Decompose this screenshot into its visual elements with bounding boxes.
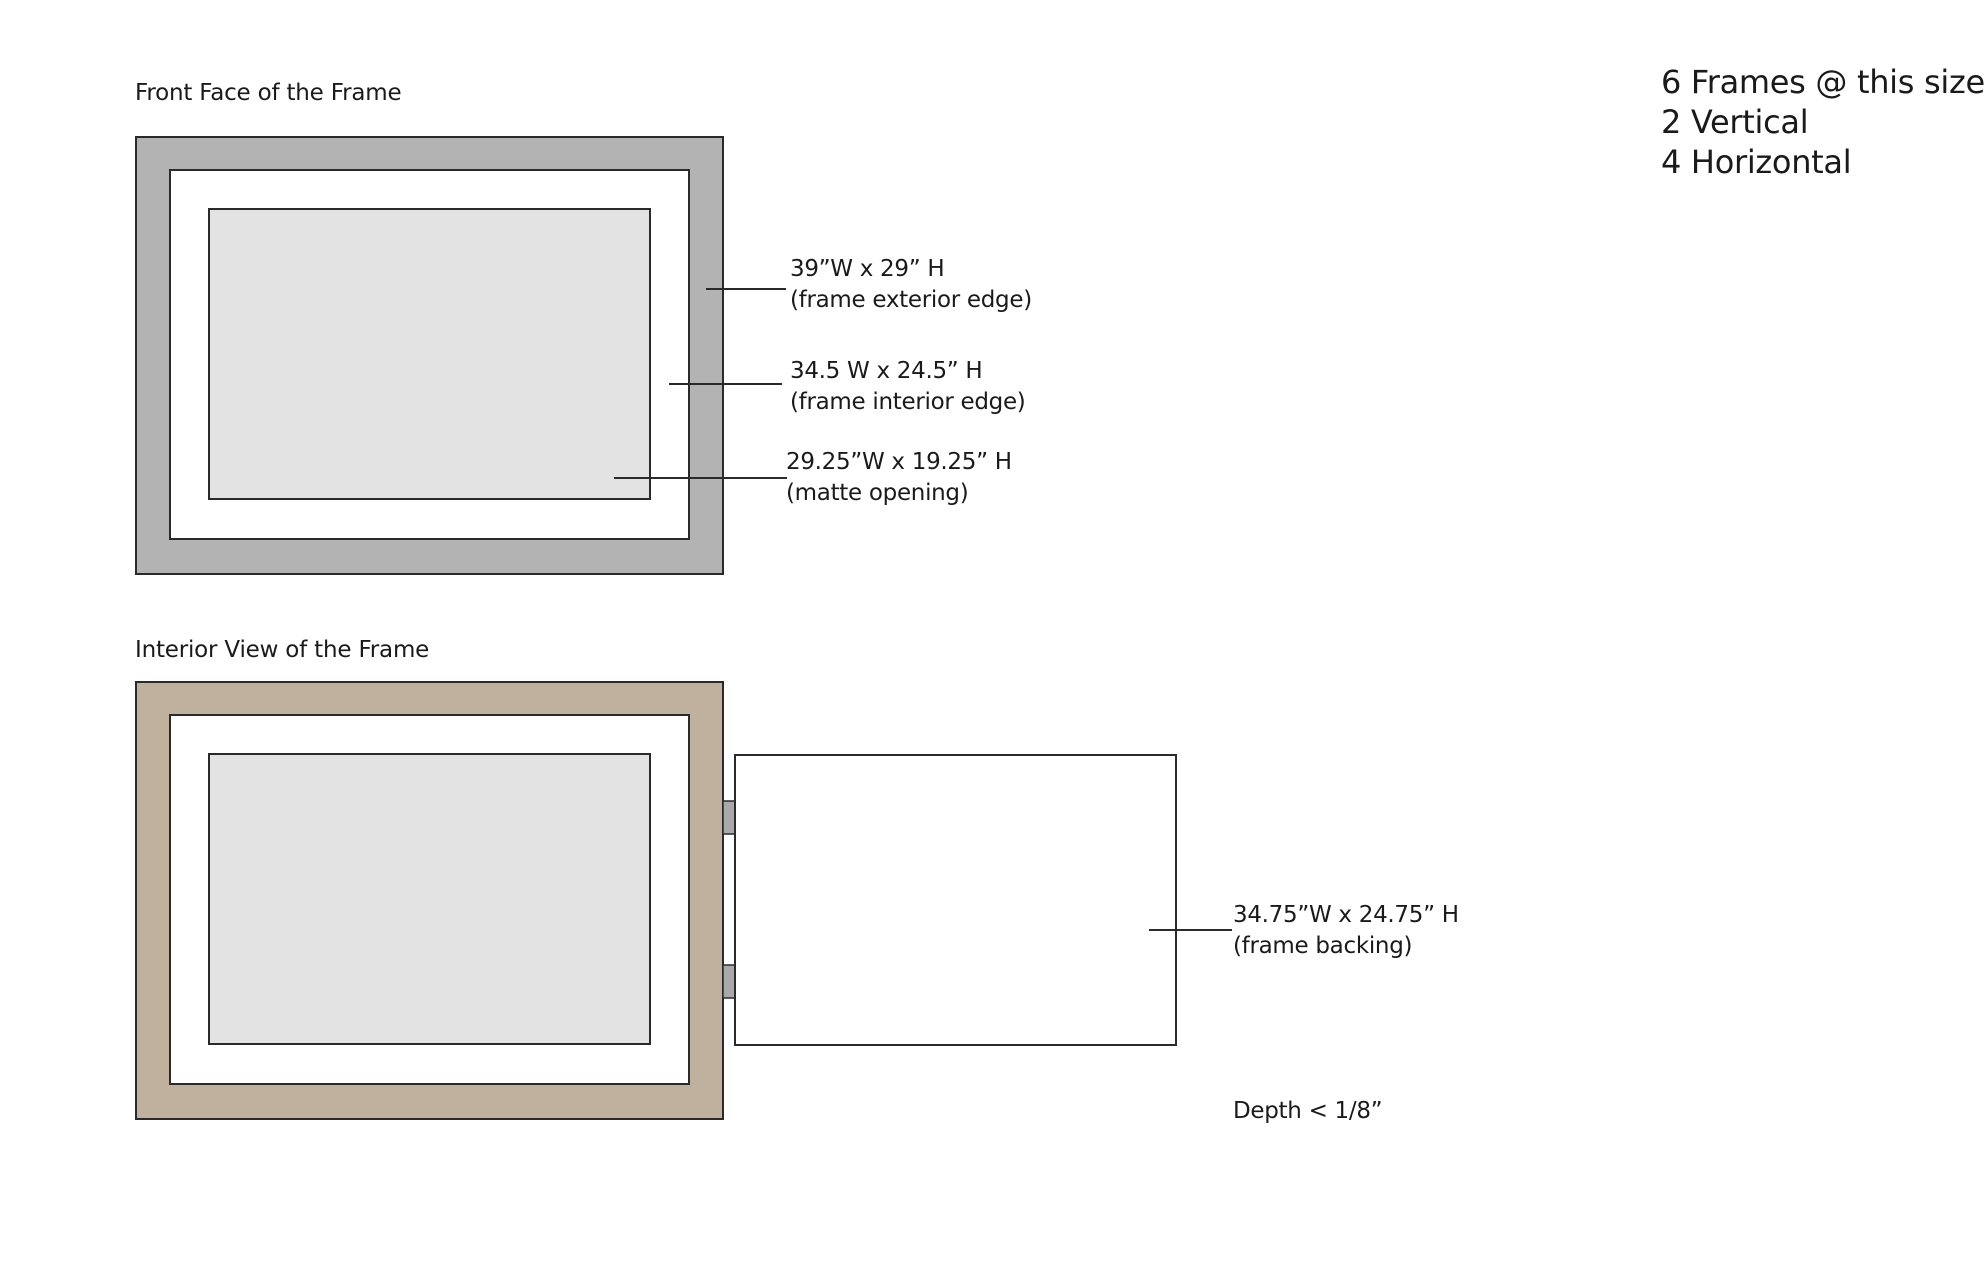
interior-view-title: Interior View of the Frame	[135, 637, 430, 663]
callout-dimensions: 34.75”W x 24.75” H	[1233, 902, 1459, 928]
frame-count-summary: 6 Frames @ this size 2 Vertical 4 Horizo…	[1661, 62, 1985, 182]
front-matte-opening	[208, 208, 651, 500]
interior-frame-drawing	[135, 681, 1232, 1120]
matte-opening-callout: 29.25”W x 19.25” H (matte opening)	[786, 447, 1012, 509]
callout-description: (frame exterior edge)	[790, 287, 1032, 313]
hinge-top	[722, 800, 736, 835]
frame-backing-callout: 34.75”W x 24.75” H (frame backing)	[1233, 900, 1459, 962]
depth-note: Depth < 1/8”	[1233, 1098, 1383, 1124]
interior-edge-callout: 34.5 W x 24.5” H (frame interior edge)	[790, 356, 1026, 418]
frame-backing	[734, 754, 1177, 1046]
callout-description: (matte opening)	[786, 480, 969, 506]
summary-horizontal: 4 Horizontal	[1661, 143, 1852, 181]
summary-total: 6 Frames @ this size	[1661, 63, 1985, 101]
front-view-title: Front Face of the Frame	[135, 80, 402, 106]
callout-description: (frame interior edge)	[790, 389, 1026, 415]
exterior-edge-callout: 39”W x 29” H (frame exterior edge)	[790, 254, 1032, 316]
summary-vertical: 2 Vertical	[1661, 103, 1809, 141]
front-frame-drawing	[135, 136, 787, 575]
callout-dimensions: 39”W x 29” H	[790, 256, 945, 282]
callout-description: (frame backing)	[1233, 933, 1413, 959]
hinge-bottom	[722, 964, 736, 999]
callout-dimensions: 34.5 W x 24.5” H	[790, 358, 983, 384]
callout-dimensions: 29.25”W x 19.25” H	[786, 449, 1012, 475]
interior-matte-opening	[208, 753, 651, 1045]
